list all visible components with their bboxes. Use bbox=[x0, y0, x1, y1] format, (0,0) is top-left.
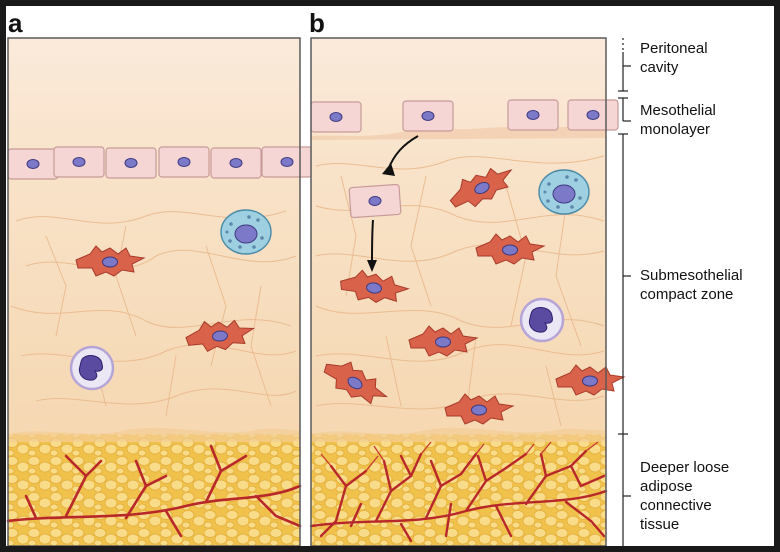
panel-label-b: b bbox=[309, 8, 325, 38]
label-peritoneal-cavity: Peritoneal cavity bbox=[640, 40, 708, 76]
panel-b-artwork bbox=[309, 37, 625, 546]
panel-a-artwork bbox=[6, 37, 313, 546]
figure-frame: a b Peritoneal cavity Mesothelial monola… bbox=[6, 6, 774, 546]
panel-label-a: a bbox=[8, 8, 23, 38]
label-mesothelial-monolayer: Mesothelial monolayer bbox=[640, 102, 716, 138]
zone-brackets bbox=[618, 38, 631, 546]
diagram-artwork bbox=[6, 37, 631, 546]
label-deeper-loose-adipose-connective-tissue: Deeper loose adipose connective tissue bbox=[640, 459, 730, 533]
label-submesothelial-compact-zone: Submesothelial compact zone bbox=[640, 267, 743, 303]
